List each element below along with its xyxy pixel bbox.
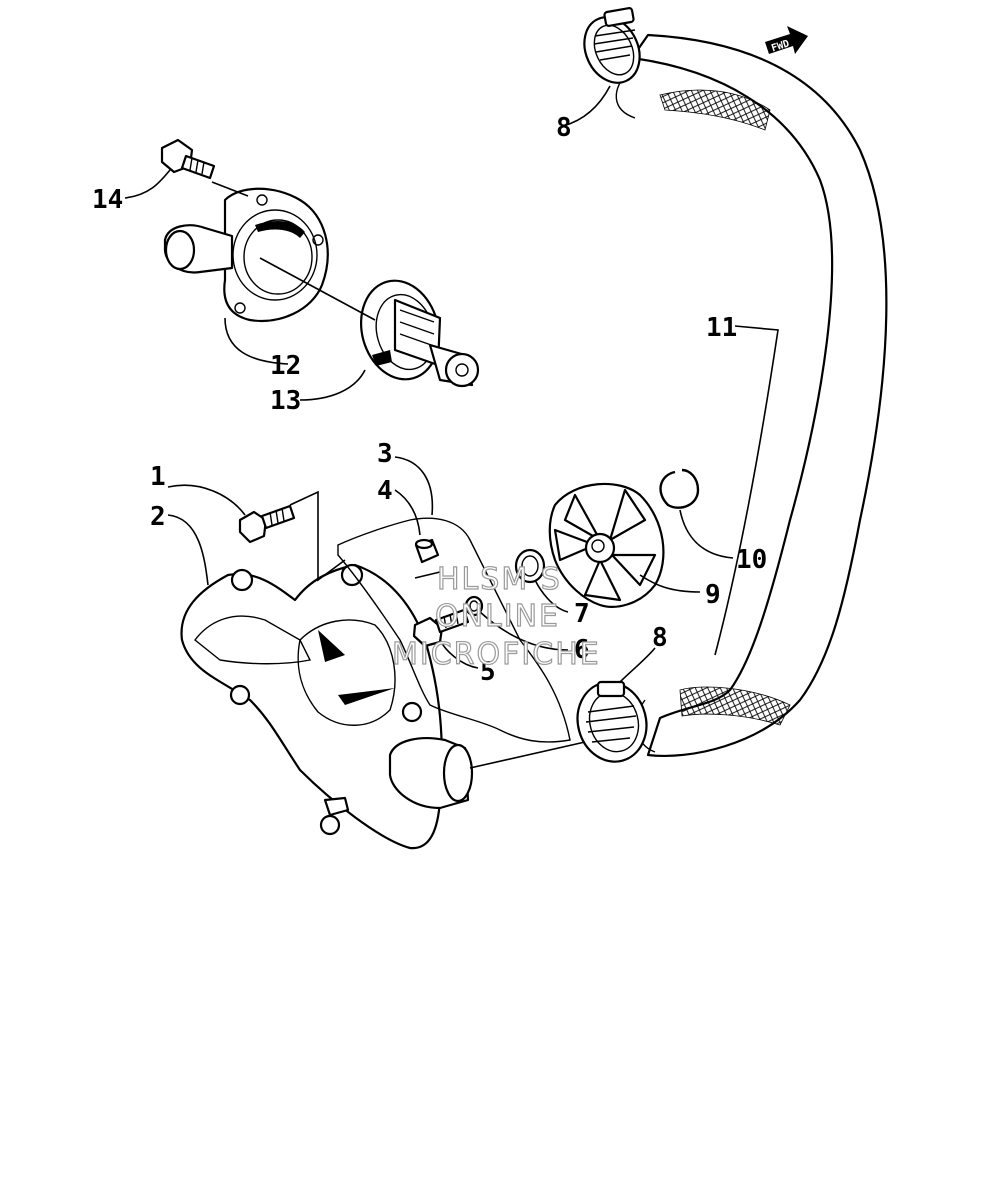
- callout-14: 14: [92, 185, 123, 215]
- callout-2: 2: [150, 502, 166, 532]
- callout-8-lower: 8: [652, 623, 668, 653]
- callout-labels: 1 2 3 4 5 6 7 8 8 9 10 11 12 13 14: [92, 113, 767, 687]
- dowel-pin: [414, 538, 440, 564]
- circlip: [659, 468, 700, 509]
- thermostat-cover: [163, 187, 329, 323]
- callout-9: 9: [705, 580, 721, 610]
- watermark-line-2: ONLINE: [435, 599, 560, 634]
- callout-10: 10: [736, 545, 767, 575]
- bolt-pump-cover: [238, 504, 296, 544]
- callout-3: 3: [377, 439, 393, 469]
- o-ring: [464, 595, 484, 617]
- callout-12: 12: [270, 351, 301, 381]
- bolt-thermostat-cover: [160, 138, 216, 180]
- callout-1: 1: [150, 462, 166, 492]
- bolt-impeller-housing: [412, 608, 470, 648]
- watermark-line-1: HLSM S: [437, 562, 562, 597]
- callout-11: 11: [706, 313, 737, 343]
- leader-lines: [124, 85, 779, 769]
- fwd-label: FWD: [770, 38, 791, 54]
- callout-5: 5: [480, 657, 496, 687]
- water-pump-cover: [180, 563, 474, 850]
- callout-7: 7: [574, 599, 590, 629]
- watermark: HLSM S ONLINE MICROFICHE: [391, 561, 601, 672]
- watermark-line-3: MICROFICHE: [392, 637, 601, 672]
- impeller: [548, 482, 665, 608]
- callout-6: 6: [574, 635, 590, 665]
- callout-13: 13: [270, 386, 301, 416]
- forward-arrow: FWD: [765, 26, 808, 54]
- thermostat: [359, 279, 480, 388]
- mechanical-seal: [514, 548, 546, 584]
- hose-clamp-upper: [583, 7, 641, 84]
- callout-4: 4: [377, 476, 393, 506]
- hose-clamp-lower: [576, 680, 648, 763]
- callout-8-upper: 8: [556, 113, 572, 143]
- radiator-hose: [615, 33, 888, 757]
